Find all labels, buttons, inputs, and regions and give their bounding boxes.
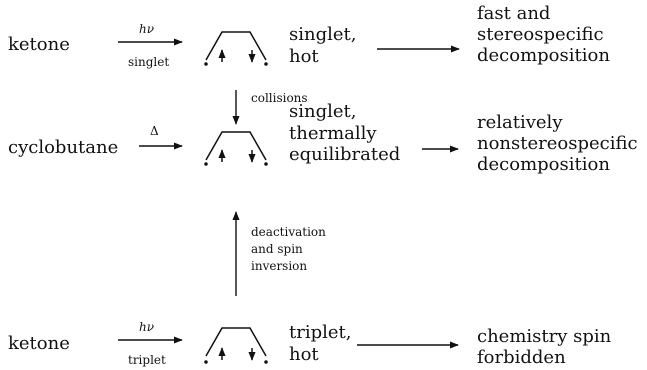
hv-label-bottom: hν bbox=[139, 320, 155, 334]
deactivation-label-line3: inversion bbox=[251, 259, 308, 273]
state-triplet-hot-line2: hot bbox=[289, 344, 319, 365]
state-singlet-hot-line1: singlet, bbox=[289, 24, 357, 45]
singlet-arrow-label: singlet bbox=[128, 55, 170, 69]
state-equilibrated-line1: singlet, bbox=[289, 101, 357, 122]
state-equilibrated-line3: equilibrated bbox=[289, 144, 401, 165]
state-singlet-hot-line2: hot bbox=[289, 46, 319, 67]
outcome-middle-line3: decomposition bbox=[477, 154, 610, 175]
outcome-middle-line1: relatively bbox=[477, 112, 563, 133]
outcome-top-line1: fast and bbox=[477, 3, 551, 24]
delta-label: Δ bbox=[150, 124, 159, 138]
biradical-singlet-hot bbox=[204, 31, 268, 66]
outcome-bottom-line1: chemistry spin bbox=[477, 326, 612, 347]
outcome-bottom-line2: forbidden bbox=[477, 347, 566, 368]
state-triplet-hot-line1: triplet, bbox=[289, 322, 352, 343]
collisions-label: collisions bbox=[251, 91, 308, 105]
state-equilibrated-line2: thermally bbox=[289, 123, 377, 144]
outcome-top-line2: stereospecific bbox=[477, 24, 604, 45]
outcome-middle-line2: nonstereospecific bbox=[477, 133, 638, 154]
ketone-label-bottom: ketone bbox=[8, 333, 70, 354]
deactivation-label-line2: and spin bbox=[251, 242, 303, 256]
biradical-singlet-equilibrated bbox=[204, 131, 268, 166]
triplet-arrow-label: triplet bbox=[128, 353, 166, 367]
deactivation-label-line1: deactivation bbox=[251, 225, 326, 239]
hv-label-top: hν bbox=[139, 22, 155, 36]
cyclobutane-label: cyclobutane bbox=[8, 137, 119, 158]
ketone-label-top: ketone bbox=[8, 34, 70, 55]
outcome-top-line3: decomposition bbox=[477, 45, 610, 66]
biradical-triplet-hot bbox=[204, 327, 268, 364]
